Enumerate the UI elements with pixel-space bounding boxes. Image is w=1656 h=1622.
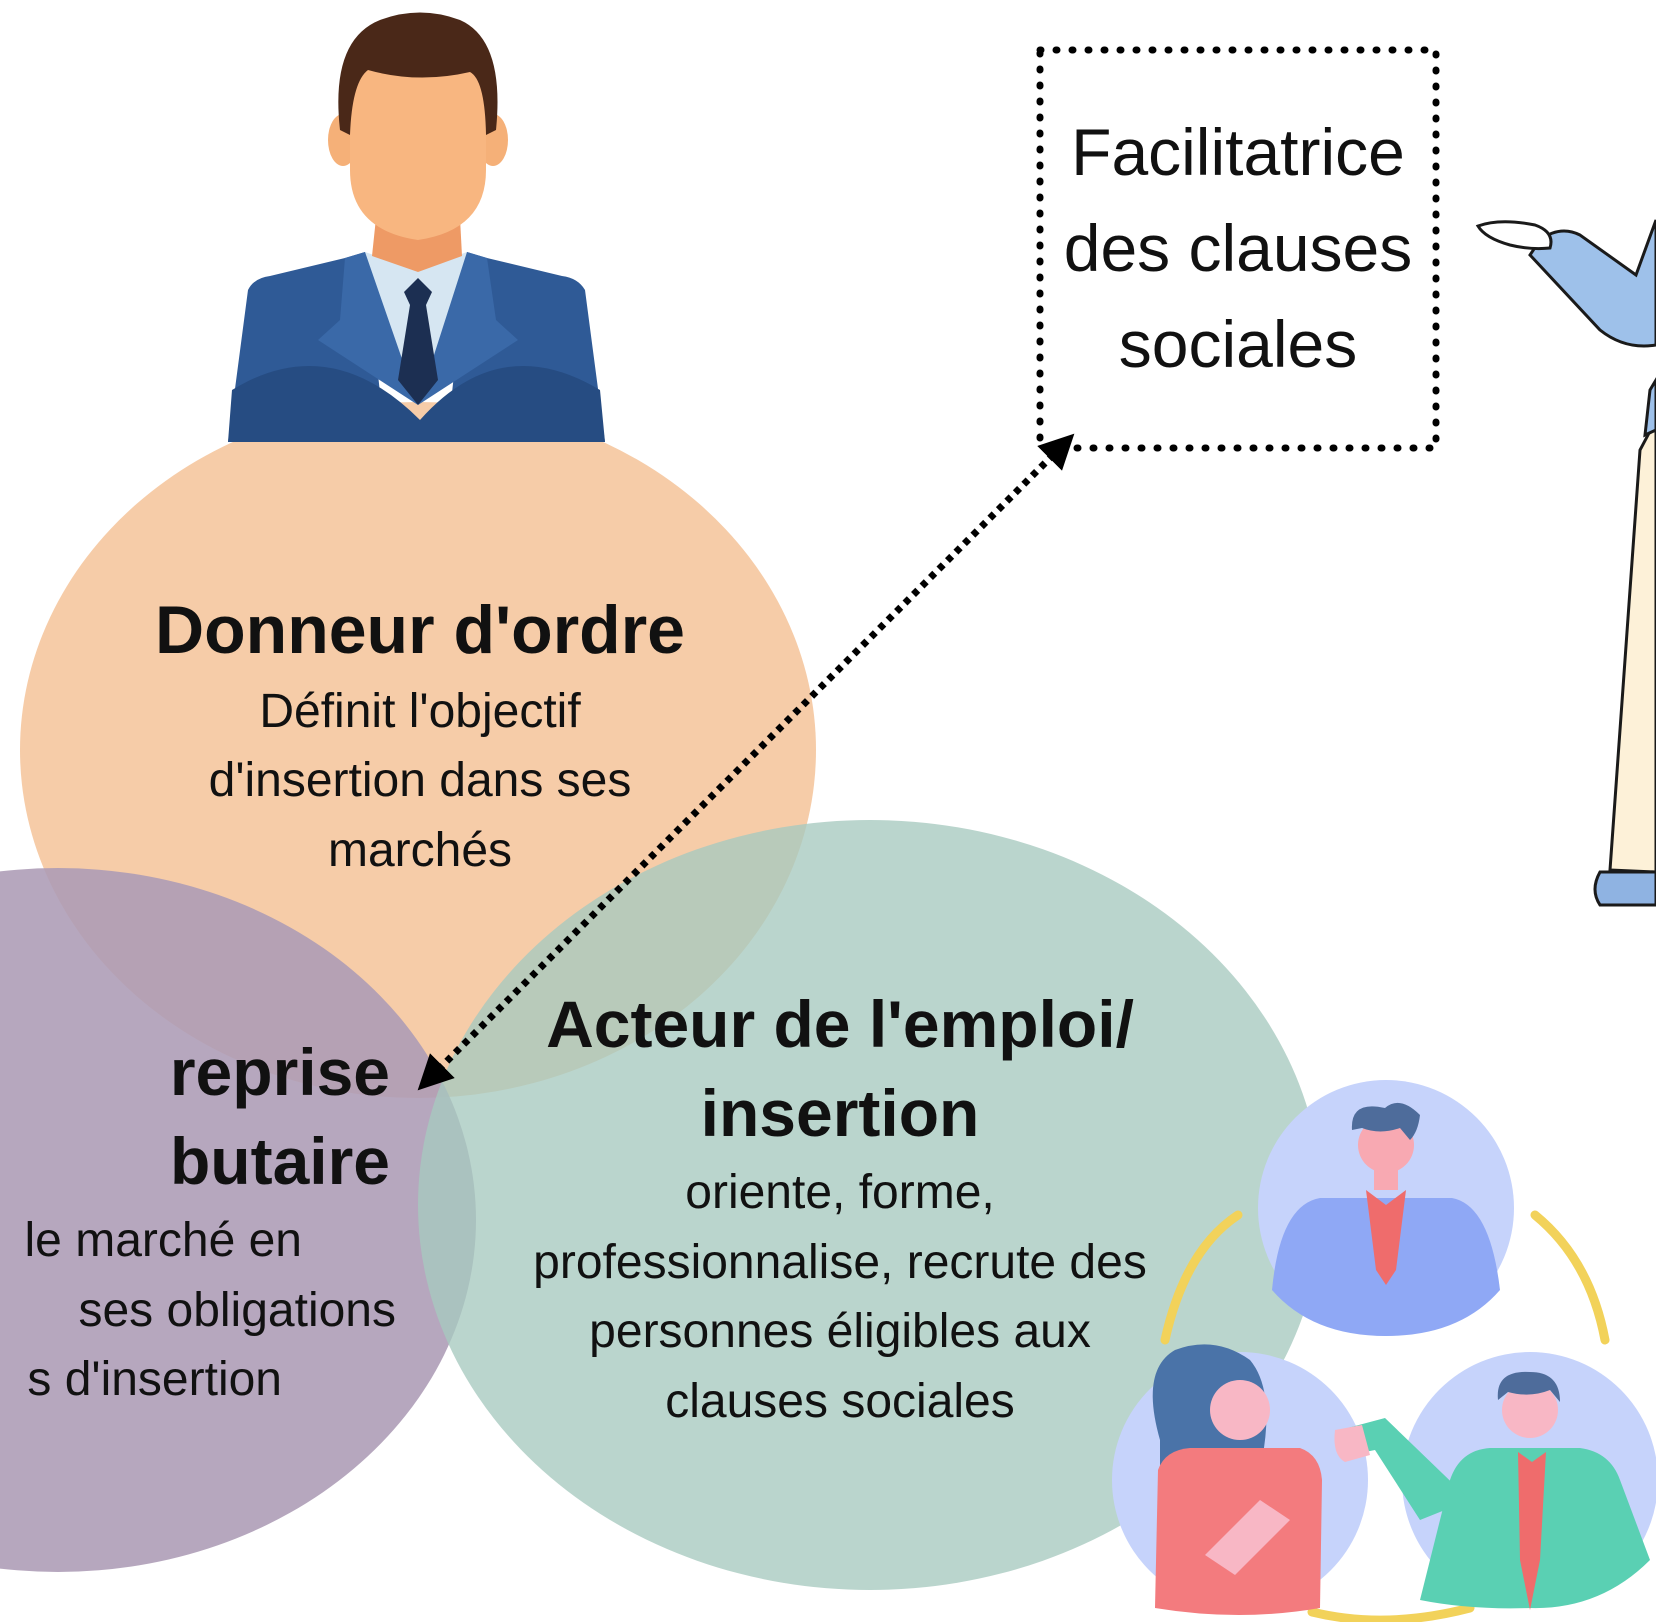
- facilitatrice-illustration: [1475, 219, 1656, 907]
- entreprise-desc-line-3: s d'insertion: [27, 1353, 282, 1407]
- double-arrow: [417, 433, 1075, 1091]
- acteur-desc-line-3: personnes éligibles aux: [589, 1305, 1091, 1359]
- acteur-desc-line-2: professionnalise, recrute des: [533, 1235, 1147, 1289]
- entreprise-desc-line-1: le marché en: [24, 1214, 302, 1268]
- facilitatrice-label: Facilitatrice des clauses sociales: [1040, 50, 1436, 448]
- donneur-desc-line-1: Définit l'objectif: [259, 684, 581, 738]
- facilitatrice-line-1: Facilitatrice: [1071, 115, 1405, 190]
- businessman-illustration: [228, 12, 605, 442]
- acteur-text-block: Acteur de l'emploi/ insertion oriente, f…: [490, 980, 1190, 1437]
- donneur-text-block: Donneur d'ordre Définit l'objectif d'ins…: [110, 585, 730, 886]
- entreprise-title-line-2: butaire: [169, 1124, 390, 1199]
- entreprise-title-line-1: reprise: [169, 1035, 390, 1109]
- acteur-desc-line-1: oriente, forme,: [685, 1166, 995, 1220]
- acteur-desc-line-4: clauses sociales: [665, 1374, 1015, 1428]
- people-cluster-illustration: [1112, 1080, 1656, 1622]
- donneur-desc-line-3: marchés: [327, 823, 513, 877]
- entreprise-text-block: reprise butaire le marché en ses obligat…: [0, 1028, 396, 1415]
- acteur-title-line-2: insertion: [700, 1076, 980, 1151]
- facilitatrice-box: [1036, 46, 1440, 452]
- facilitatrice-line-2: des clauses: [1063, 211, 1413, 286]
- donneur-title: Donneur d'ordre: [155, 592, 685, 668]
- entreprise-desc-line-2: ses obligations: [78, 1283, 396, 1337]
- acteur-title-line-1: Acteur de l'emploi/: [546, 987, 1134, 1061]
- facilitatrice-line-3: sociales: [1118, 306, 1358, 381]
- entreprise-circle: [0, 868, 476, 1572]
- donneur-desc-line-2: d'insertion dans ses: [208, 754, 632, 808]
